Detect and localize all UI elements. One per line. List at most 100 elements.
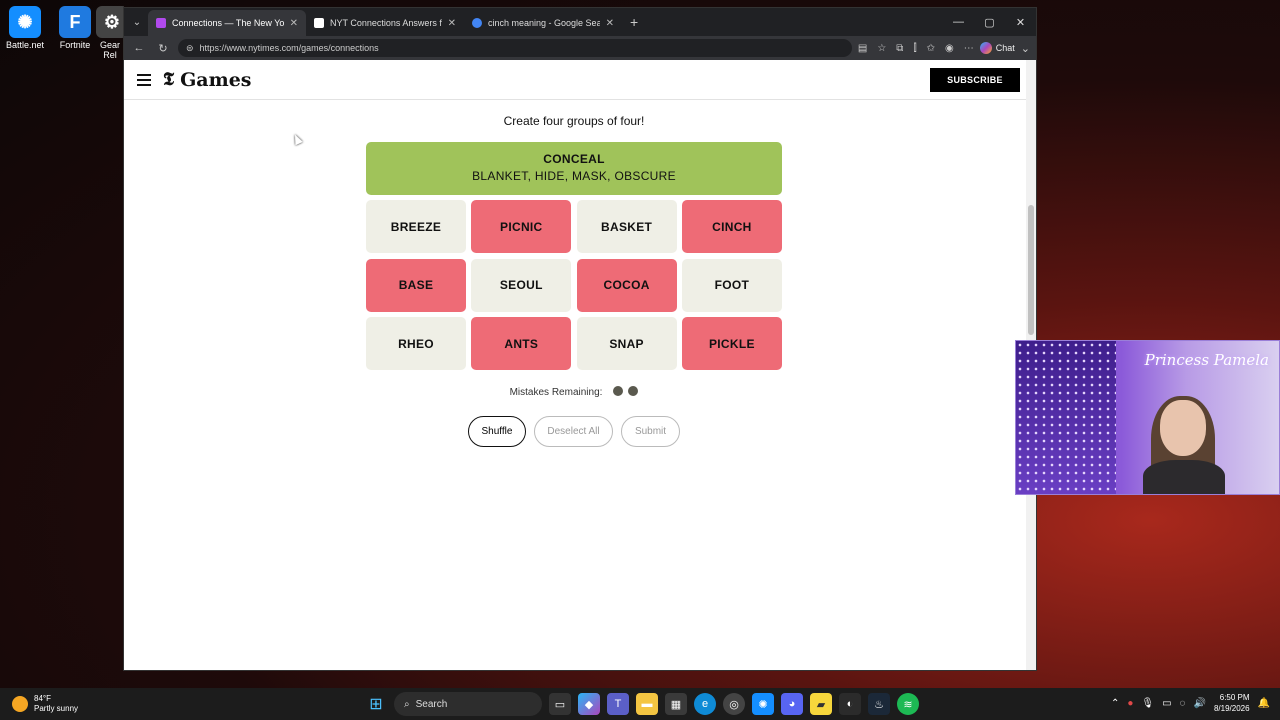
- microphone-icon[interactable]: 🎙: [1141, 697, 1155, 709]
- desktop-icon-battlenet[interactable]: ✺ Battle.net: [2, 6, 48, 50]
- battlenet-taskbar-icon[interactable]: ✺: [752, 693, 774, 715]
- reload-icon[interactable]: ↻: [158, 42, 168, 55]
- nyt-games-logo[interactable]: 𝕿 Games: [163, 69, 252, 91]
- notifications-icon[interactable]: 🔔: [1257, 697, 1270, 709]
- sticky-notes-icon[interactable]: ▰: [810, 693, 832, 715]
- network-icon[interactable]: ◌: [1179, 697, 1186, 709]
- desktop-icon-label: Gear Rel: [99, 40, 120, 60]
- task-view-icon[interactable]: ▭: [549, 693, 571, 715]
- display-icon[interactable]: ▭: [1162, 697, 1172, 709]
- word-tile[interactable]: RHEO: [366, 317, 466, 370]
- mouse-cursor-icon: [291, 132, 303, 146]
- extensions-icon[interactable]: ⧉: [896, 42, 904, 54]
- tab-nyt-answers[interactable]: NYT Connections Answers for Aug ✕: [306, 10, 464, 36]
- word-tile[interactable]: BASE: [366, 258, 466, 312]
- weather-widget[interactable]: 84°F Partly sunny: [12, 694, 78, 714]
- windows-start-icon[interactable]: ⊞: [369, 696, 383, 713]
- toolbar-icons: ▤ ☆ ⧉ ⫿ ✩ ◉ ⋯: [858, 43, 974, 54]
- copilot-chat-button[interactable]: Chat: [979, 42, 1015, 54]
- sidebar-collapse-icon[interactable]: ⌄: [1020, 42, 1030, 55]
- tab-title: NYT Connections Answers for Aug: [330, 18, 442, 28]
- word-tile[interactable]: BREEZE: [366, 200, 466, 253]
- favorite-star-icon[interactable]: ☆: [877, 42, 887, 54]
- volume-icon[interactable]: 🔊: [1193, 697, 1206, 709]
- word-tile[interactable]: BASKET: [576, 200, 677, 253]
- tab-title: Connections — The New York Times: [172, 18, 284, 28]
- word-tile[interactable]: FOOT: [681, 258, 782, 312]
- teams-icon[interactable]: T: [607, 693, 629, 715]
- reader-mode-icon[interactable]: ▤: [857, 42, 868, 54]
- search-icon: ⌕: [404, 698, 410, 710]
- minimize-icon[interactable]: —: [953, 15, 964, 28]
- nyt-logo-mark: 𝕿: [163, 69, 175, 90]
- desktop-icon-label: Fortnite: [59, 40, 91, 50]
- back-icon[interactable]: ←: [133, 42, 145, 54]
- deselect-all-button[interactable]: Deselect All: [534, 416, 613, 447]
- close-tab-icon[interactable]: ✕: [605, 17, 614, 29]
- gear-icon: ⚙: [96, 6, 124, 38]
- new-tab-icon[interactable]: +: [630, 14, 639, 30]
- mistake-dots: [608, 386, 639, 399]
- close-window-icon[interactable]: ✕: [1015, 16, 1026, 29]
- browser-window: ⌄ Connections — The New York Times ✕ NYT…: [124, 8, 1036, 670]
- hamburger-menu-icon[interactable]: [137, 73, 151, 86]
- partly-sunny-icon: [12, 696, 28, 712]
- word-tile[interactable]: SNAP: [576, 317, 677, 370]
- word-tile[interactable]: CINCH: [681, 200, 782, 253]
- steam-icon[interactable]: ♨: [868, 693, 890, 715]
- streamer-brand: Princess Pamela: [1144, 351, 1269, 369]
- spotify-icon[interactable]: ≋: [897, 693, 919, 715]
- discord-icon[interactable]: ◕: [781, 693, 803, 715]
- tab-connections[interactable]: Connections — The New York Times ✕: [148, 10, 306, 36]
- scrollbar-thumb[interactable]: [1028, 205, 1034, 335]
- page-content: 𝕿 Games SUBSCRIBE Create four groups of …: [124, 60, 1026, 670]
- copilot-taskbar-icon[interactable]: ◆: [578, 693, 600, 715]
- profile-avatar-icon[interactable]: ◉: [945, 42, 954, 54]
- clock[interactable]: 6:50 PM 8/19/2026: [1214, 692, 1250, 714]
- file-explorer-icon[interactable]: ▬: [636, 693, 658, 715]
- maximize-icon[interactable]: ▢: [984, 16, 995, 29]
- word-tile[interactable]: PICNIC: [471, 200, 572, 253]
- mistake-dot: [613, 386, 624, 396]
- word-tile[interactable]: PICKLE: [681, 317, 782, 370]
- tab-google-search[interactable]: cinch meaning - Google Search ✕: [464, 10, 622, 36]
- solved-group-conceal: CONCEAL BLANKET, HIDE, MASK, OBSCURE: [366, 142, 782, 195]
- nyt-games-favicon: [156, 18, 166, 28]
- game-instructions: Create four groups of four!: [503, 114, 645, 128]
- url-field[interactable]: ⊜ https://www.nytimes.com/games/connecti…: [178, 39, 852, 57]
- more-menu-icon[interactable]: ⋯: [963, 42, 974, 54]
- fortnite-icon: F: [59, 6, 91, 38]
- chrome-icon[interactable]: ◎: [723, 693, 745, 715]
- led-lights-background: [1016, 341, 1116, 494]
- desktop-icon-fortnite[interactable]: F Fortnite: [52, 6, 98, 50]
- obs-icon[interactable]: ◐: [839, 693, 861, 715]
- window-controls: — ▢ ✕: [943, 16, 1036, 29]
- desktop-icon-gear[interactable]: ⚙ Gear Rel: [96, 6, 124, 60]
- split-screen-icon[interactable]: ⫿: [913, 42, 917, 54]
- logo-text: Games: [180, 68, 252, 91]
- word-tile[interactable]: SEOUL: [471, 258, 572, 312]
- word-tile[interactable]: ANTS: [471, 317, 572, 370]
- mistake-dot: [628, 386, 639, 396]
- google-favicon: [472, 18, 482, 28]
- word-tile[interactable]: COCOA: [576, 258, 677, 312]
- url-text: https://www.nytimes.com/games/connection…: [199, 43, 379, 53]
- site-info-icon[interactable]: ⊜: [186, 42, 194, 53]
- subscribe-button[interactable]: SUBSCRIBE: [930, 68, 1020, 92]
- close-tab-icon[interactable]: ✕: [289, 17, 298, 29]
- favorites-icon[interactable]: ✩: [926, 42, 936, 54]
- edge-icon[interactable]: e: [694, 693, 716, 715]
- tray-app-icon[interactable]: ●: [1127, 697, 1134, 709]
- word-grid: BREEZE PICNIC BASKET CINCH BASE SEOUL CO…: [366, 200, 782, 370]
- tray-overflow-icon[interactable]: ⌃: [1110, 697, 1120, 709]
- nyt-favicon: [314, 18, 324, 28]
- tab-list-button[interactable]: ⌄: [126, 11, 148, 33]
- store-icon[interactable]: ▦: [665, 693, 687, 715]
- chevron-down-icon: ⌄: [132, 16, 142, 28]
- taskbar-search[interactable]: ⌕ Search: [394, 692, 542, 716]
- submit-button[interactable]: Submit: [621, 416, 680, 447]
- search-label: Search: [415, 698, 448, 710]
- shuffle-button[interactable]: Shuffle: [468, 416, 526, 447]
- solved-group-name: CONCEAL: [543, 152, 605, 166]
- close-tab-icon[interactable]: ✕: [447, 17, 456, 29]
